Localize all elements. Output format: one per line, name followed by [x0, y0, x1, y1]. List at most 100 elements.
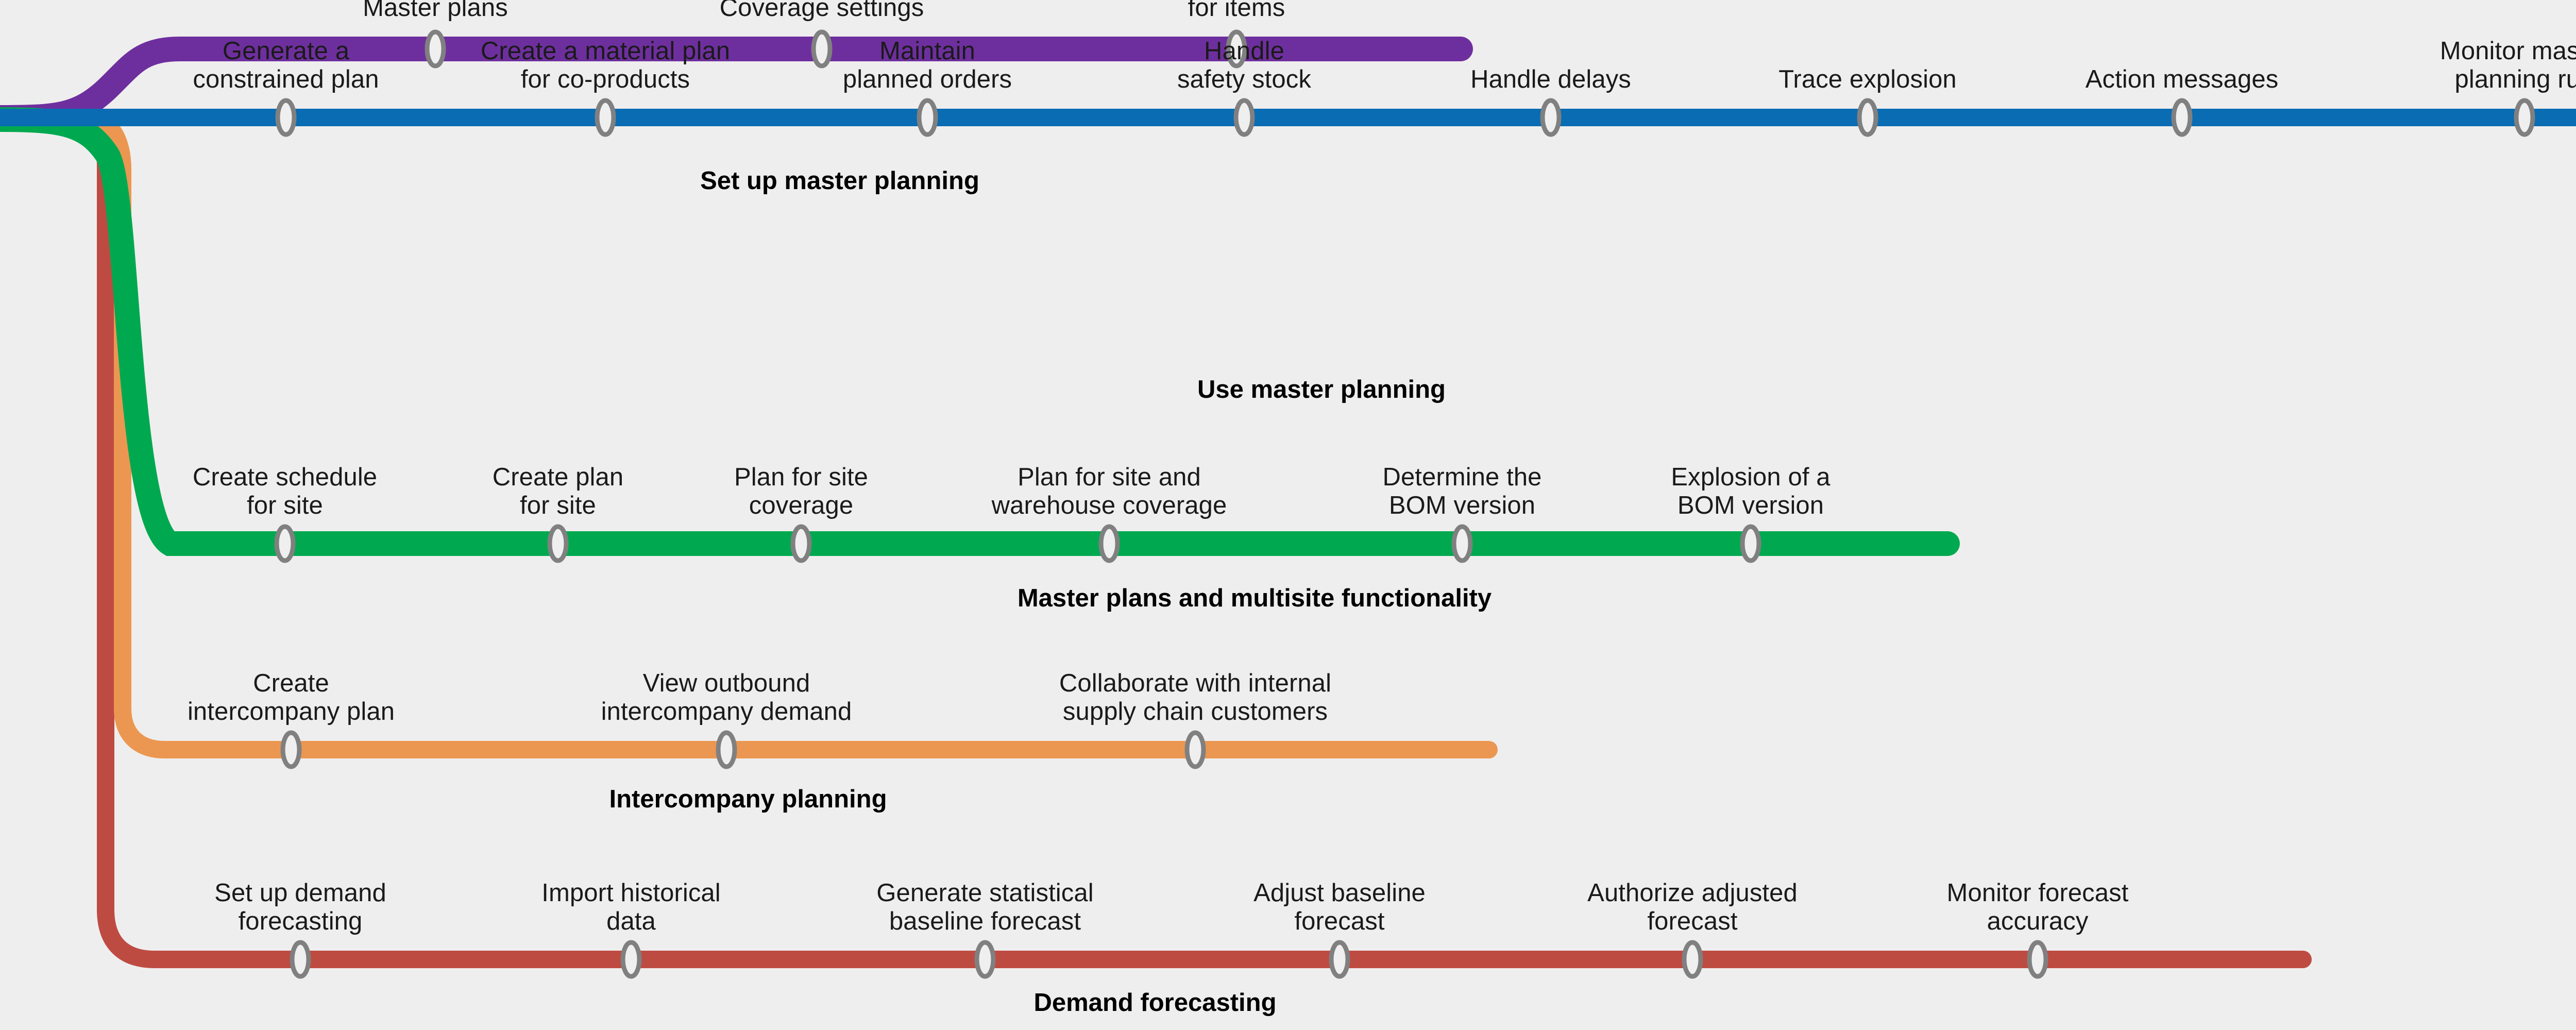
- station-label-line: Monitor master: [2439, 37, 2576, 65]
- station-label-line: data: [606, 907, 656, 935]
- station-marker[interactable]: [1233, 98, 1255, 137]
- station-marker[interactable]: [1329, 940, 1350, 979]
- station-label-line: Generate a: [222, 37, 350, 65]
- station-label-line: Collaborate with internal: [1059, 669, 1332, 697]
- station-label-line: for site: [520, 491, 596, 519]
- station-marker[interactable]: [620, 940, 642, 979]
- station-label: Action messages: [2086, 65, 2279, 94]
- station-marker[interactable]: [280, 730, 302, 769]
- station-label-line: Create plan: [492, 463, 624, 491]
- station-label-line: Trace explosion: [1778, 65, 1957, 93]
- station-label-line: Action messages: [2085, 65, 2279, 93]
- station-marker[interactable]: [1226, 29, 1247, 69]
- station-label-line: Master plans: [363, 0, 508, 22]
- station-marker[interactable]: [1740, 524, 1761, 563]
- station-label-line: baseline forecast: [889, 907, 1081, 935]
- station-marker[interactable]: [811, 29, 833, 69]
- station-marker[interactable]: [1451, 524, 1473, 563]
- line-title-use-master-planning: Use master planning: [1197, 376, 1446, 403]
- station-marker[interactable]: [275, 98, 297, 137]
- station-label-line: Handle: [1204, 37, 1284, 65]
- station-marker[interactable]: [1540, 98, 1562, 137]
- station-label-line: Maintain: [879, 37, 975, 65]
- station-marker[interactable]: [595, 98, 616, 137]
- station-marker-group: [274, 29, 2535, 979]
- station-label-line: Monitor forecast: [1946, 879, 2129, 907]
- station-label: Coverage settings: [720, 0, 924, 22]
- station-label-line: forecasting: [238, 907, 363, 935]
- station-label: Define coverage rulesfor items: [1113, 0, 1360, 22]
- station-marker[interactable]: [790, 524, 812, 563]
- station-marker[interactable]: [1682, 940, 1703, 979]
- station-label-line: Coverage settings: [719, 0, 924, 22]
- station-label-line: Set up demand: [214, 879, 386, 907]
- station-label-line: Create schedule: [192, 463, 378, 491]
- station-marker[interactable]: [716, 730, 737, 769]
- station-marker[interactable]: [1098, 524, 1120, 563]
- station-label-line: Plan for site: [734, 463, 869, 491]
- station-label-line: intercompany demand: [601, 697, 852, 725]
- line-title-intercompany-planning: Intercompany planning: [609, 785, 887, 813]
- station-marker[interactable]: [2027, 940, 2048, 979]
- station-marker[interactable]: [547, 524, 569, 563]
- station-label-line: BOM version: [1677, 491, 1824, 519]
- station-label-line: Explosion of a: [1671, 463, 1831, 491]
- line-title-demand-forecasting: Demand forecasting: [1033, 989, 1277, 1017]
- station-marker[interactable]: [1857, 98, 1878, 137]
- station-label: Handle delays: [1470, 65, 1631, 94]
- station-label-line: accuracy: [1987, 907, 2089, 935]
- line-title-set-up-master-planning: Set up master planning: [700, 167, 979, 195]
- station-label-line: View outbound: [642, 669, 810, 697]
- station-label-line: constrained plan: [193, 65, 379, 93]
- station-label-line: Plan for site and: [1018, 463, 1201, 491]
- station-label-line: forecast: [1647, 907, 1738, 935]
- station-label-line: planned orders: [842, 65, 1012, 93]
- station-label-line: Authorize adjusted: [1587, 879, 1798, 907]
- station-label-line: for items: [1188, 0, 1285, 22]
- station-label-line: Determine the: [1382, 463, 1542, 491]
- station-label-line: Create: [253, 669, 329, 697]
- station-label-line: intercompany plan: [187, 697, 395, 725]
- station-label-line: BOM version: [1388, 491, 1536, 519]
- station-label-line: Adjust baseline: [1253, 879, 1426, 907]
- station-marker[interactable]: [1184, 730, 1206, 769]
- station-marker[interactable]: [917, 98, 938, 137]
- station-marker[interactable]: [2514, 98, 2535, 137]
- station-marker[interactable]: [425, 29, 446, 69]
- station-label-line: warehouse coverage: [991, 491, 1227, 519]
- station-label-line: Import historical: [541, 879, 721, 907]
- station-marker[interactable]: [290, 940, 311, 979]
- station-marker[interactable]: [2171, 98, 2193, 137]
- station-label-line: coverage: [749, 491, 854, 519]
- station-marker[interactable]: [274, 524, 296, 563]
- station-label-line: Handle delays: [1470, 65, 1631, 93]
- station-label-line: Generate statistical: [876, 879, 1094, 907]
- station-marker[interactable]: [974, 940, 996, 979]
- station-label-line: planning run: [2454, 65, 2576, 93]
- line-title-master-plans-and-multisite-functionality: Master plans and multisite functionality: [1017, 584, 1492, 612]
- station-label-line: Create a material plan: [480, 37, 731, 65]
- station-label-line: forecast: [1294, 907, 1385, 935]
- station-label-line: supply chain customers: [1062, 697, 1328, 725]
- station-label-line: for site: [247, 491, 323, 519]
